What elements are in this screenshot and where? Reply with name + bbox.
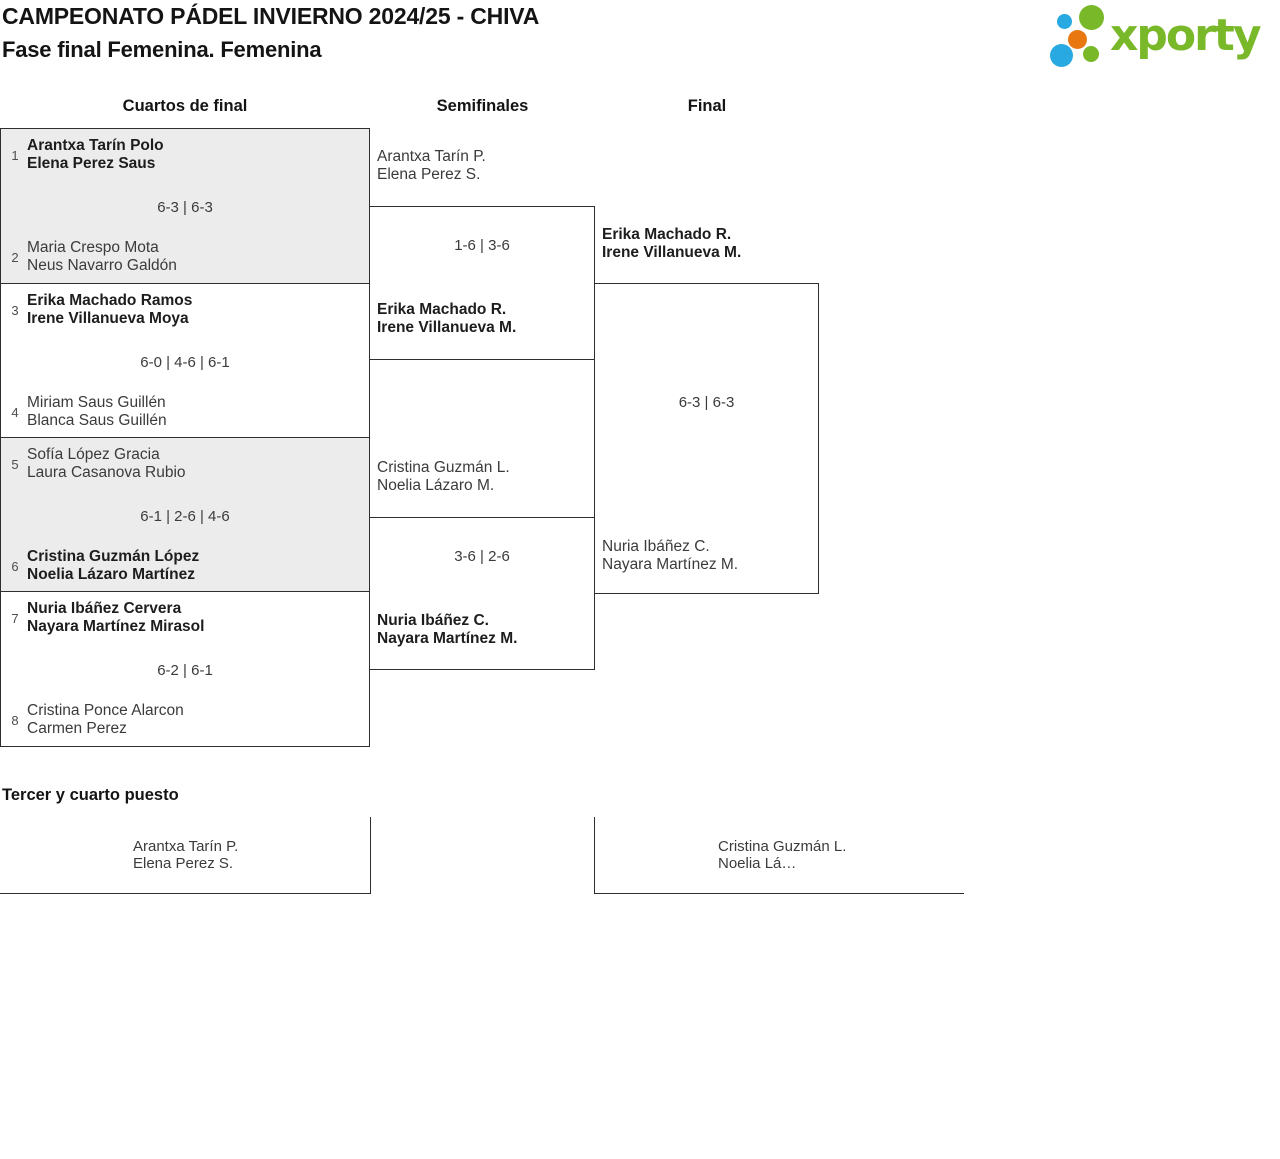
player-name: Erika Machado Ramos — [27, 292, 193, 309]
third-place-left-box — [0, 817, 371, 894]
player-name: Erika Machado R. — [602, 226, 732, 243]
sf1-team-bottom: Erika Machado R. Irene Villanueva M. — [377, 301, 516, 336]
round-header-final: Final — [687, 97, 727, 115]
sf2-team-bottom: Nuria Ibáñez C. Nayara Martínez M. — [377, 612, 517, 647]
player-name: Cristina Guzmán L. — [718, 838, 847, 855]
sf2-score: 3-6 | 2-6 — [454, 548, 510, 565]
match-score: 6-0 | 4-6 | 6-1 — [140, 354, 230, 371]
seed-number: 7 — [11, 611, 19, 626]
match-final-box — [594, 283, 819, 594]
player-name: Maria Crespo Mota — [27, 239, 159, 256]
page-title: CAMPEONATO PÁDEL INVIERNO 2024/25 - CHIV… — [2, 3, 540, 29]
sf2-team-top: Cristina Guzmán L. Noelia Lázaro M. — [377, 459, 510, 494]
player-name: Miriam Saus Guillén — [27, 394, 166, 411]
team-pair: Arantxa Tarín Polo Elena Perez Saus — [27, 137, 164, 172]
player-name: Arantxa Tarín P. — [133, 838, 239, 855]
player-name: Carmen Perez — [27, 719, 127, 737]
player-name: Elena Perez S. — [133, 855, 234, 872]
player-name: Noelia Lázaro M. — [377, 476, 495, 494]
team-pair: Sofía López Gracia Laura Casanova Rubio — [27, 446, 186, 481]
player-name: Nuria Ibáñez Cervera — [27, 600, 182, 617]
logo-dot-blue-small — [1057, 14, 1072, 29]
sf1-team-top: Arantxa Tarín P. Elena Perez S. — [377, 148, 486, 183]
logo-dot-blue-large — [1050, 44, 1073, 67]
round-header-semifinals: Semifinales — [436, 97, 529, 115]
team-pair: Cristina Guzmán López Noelia Lázaro Mart… — [27, 548, 199, 583]
player-name: Laura Casanova Rubio — [27, 463, 186, 481]
logo-dot-green-large — [1079, 5, 1104, 30]
seed-number: 4 — [11, 405, 19, 420]
player-name: Noelia Lázaro Martínez — [27, 565, 195, 583]
player-name: Cristina Ponce Alarcon — [27, 702, 184, 719]
final-team-bottom: Nuria Ibáñez C. Nayara Martínez M. — [602, 538, 738, 573]
logo-dot-green-small — [1083, 46, 1099, 62]
quarterfinals-column: 1 Arantxa Tarín Polo Elena Perez Saus 6-… — [0, 128, 370, 747]
seed-number: 3 — [11, 303, 19, 318]
final-team-top: Erika Machado R. Irene Villanueva M. — [602, 226, 741, 261]
match-qf2: 3 Erika Machado Ramos Irene Villanueva M… — [0, 283, 370, 438]
player-name: Nayara Martínez Mirasol — [27, 617, 205, 635]
logo-wordmark: xporty — [1110, 10, 1262, 61]
player-name: Arantxa Tarín P. — [377, 148, 486, 165]
player-name: Erika Machado R. — [377, 301, 507, 318]
page-subtitle: Fase final Femenina. Femenina — [2, 37, 322, 62]
third-place-team-right: Cristina Guzmán L. Noelia Lá… — [718, 838, 846, 872]
player-name: Elena Perez S. — [377, 165, 481, 183]
player-name: Sofía López Gracia — [27, 446, 160, 463]
player-name: Nayara Martínez M. — [377, 629, 518, 647]
seed-number: 2 — [11, 250, 19, 265]
player-name: Nayara Martínez M. — [602, 555, 739, 573]
match-score: 6-1 | 2-6 | 4-6 — [140, 508, 230, 525]
sf1-score: 1-6 | 3-6 — [454, 237, 510, 254]
team-pair: Maria Crespo Mota Neus Navarro Galdón — [27, 239, 177, 274]
round-header-quarterfinals: Cuartos de final — [122, 97, 248, 115]
seed-number: 6 — [11, 559, 19, 574]
logo-dot-orange — [1068, 30, 1087, 49]
team-pair: Nuria Ibáñez Cervera Nayara Martínez Mir… — [27, 600, 204, 635]
player-name: Neus Navarro Galdón — [27, 256, 177, 274]
player-name: Irene Villanueva M. — [377, 318, 517, 336]
match-qf4: 7 Nuria Ibáñez Cervera Nayara Martínez M… — [0, 591, 370, 747]
team-pair: Cristina Ponce Alarcon Carmen Perez — [27, 702, 184, 737]
team-pair: Miriam Saus Guillén Blanca Saus Guillén — [27, 394, 167, 429]
seed-number: 5 — [11, 457, 19, 472]
match-qf1: 1 Arantxa Tarín Polo Elena Perez Saus 6-… — [0, 128, 370, 284]
xporty-logo[interactable]: xporty — [1048, 2, 1276, 74]
match-sf1-box — [369, 206, 595, 360]
player-name: Noelia Lá… — [718, 855, 797, 872]
player-name: Cristina Guzmán L. — [377, 459, 510, 476]
match-score: 6-3 | 6-3 — [157, 199, 213, 216]
final-score: 6-3 | 6-3 — [678, 394, 735, 411]
seed-number: 8 — [11, 713, 19, 728]
player-name: Cristina Guzmán López — [27, 548, 200, 565]
match-sf2-box — [369, 517, 595, 670]
third-place-right-box — [594, 817, 964, 894]
player-name: Arantxa Tarín Polo — [27, 137, 164, 154]
seed-number: 1 — [11, 148, 19, 163]
third-place-heading: Tercer y cuarto puesto — [2, 786, 179, 804]
player-name: Irene Villanueva M. — [602, 243, 742, 261]
player-name: Nuria Ibáñez C. — [377, 612, 489, 629]
team-pair: Erika Machado Ramos Irene Villanueva Moy… — [27, 292, 192, 327]
player-name: Blanca Saus Guillén — [27, 411, 167, 429]
player-name: Elena Perez Saus — [27, 154, 156, 172]
match-score: 6-2 | 6-1 — [157, 662, 213, 679]
player-name: Nuria Ibáñez C. — [602, 538, 710, 555]
player-name: Irene Villanueva Moya — [27, 309, 189, 327]
match-qf3: 5 Sofía López Gracia Laura Casanova Rubi… — [0, 437, 370, 592]
third-place-team-left: Arantxa Tarín P. Elena Perez S. — [133, 838, 238, 872]
